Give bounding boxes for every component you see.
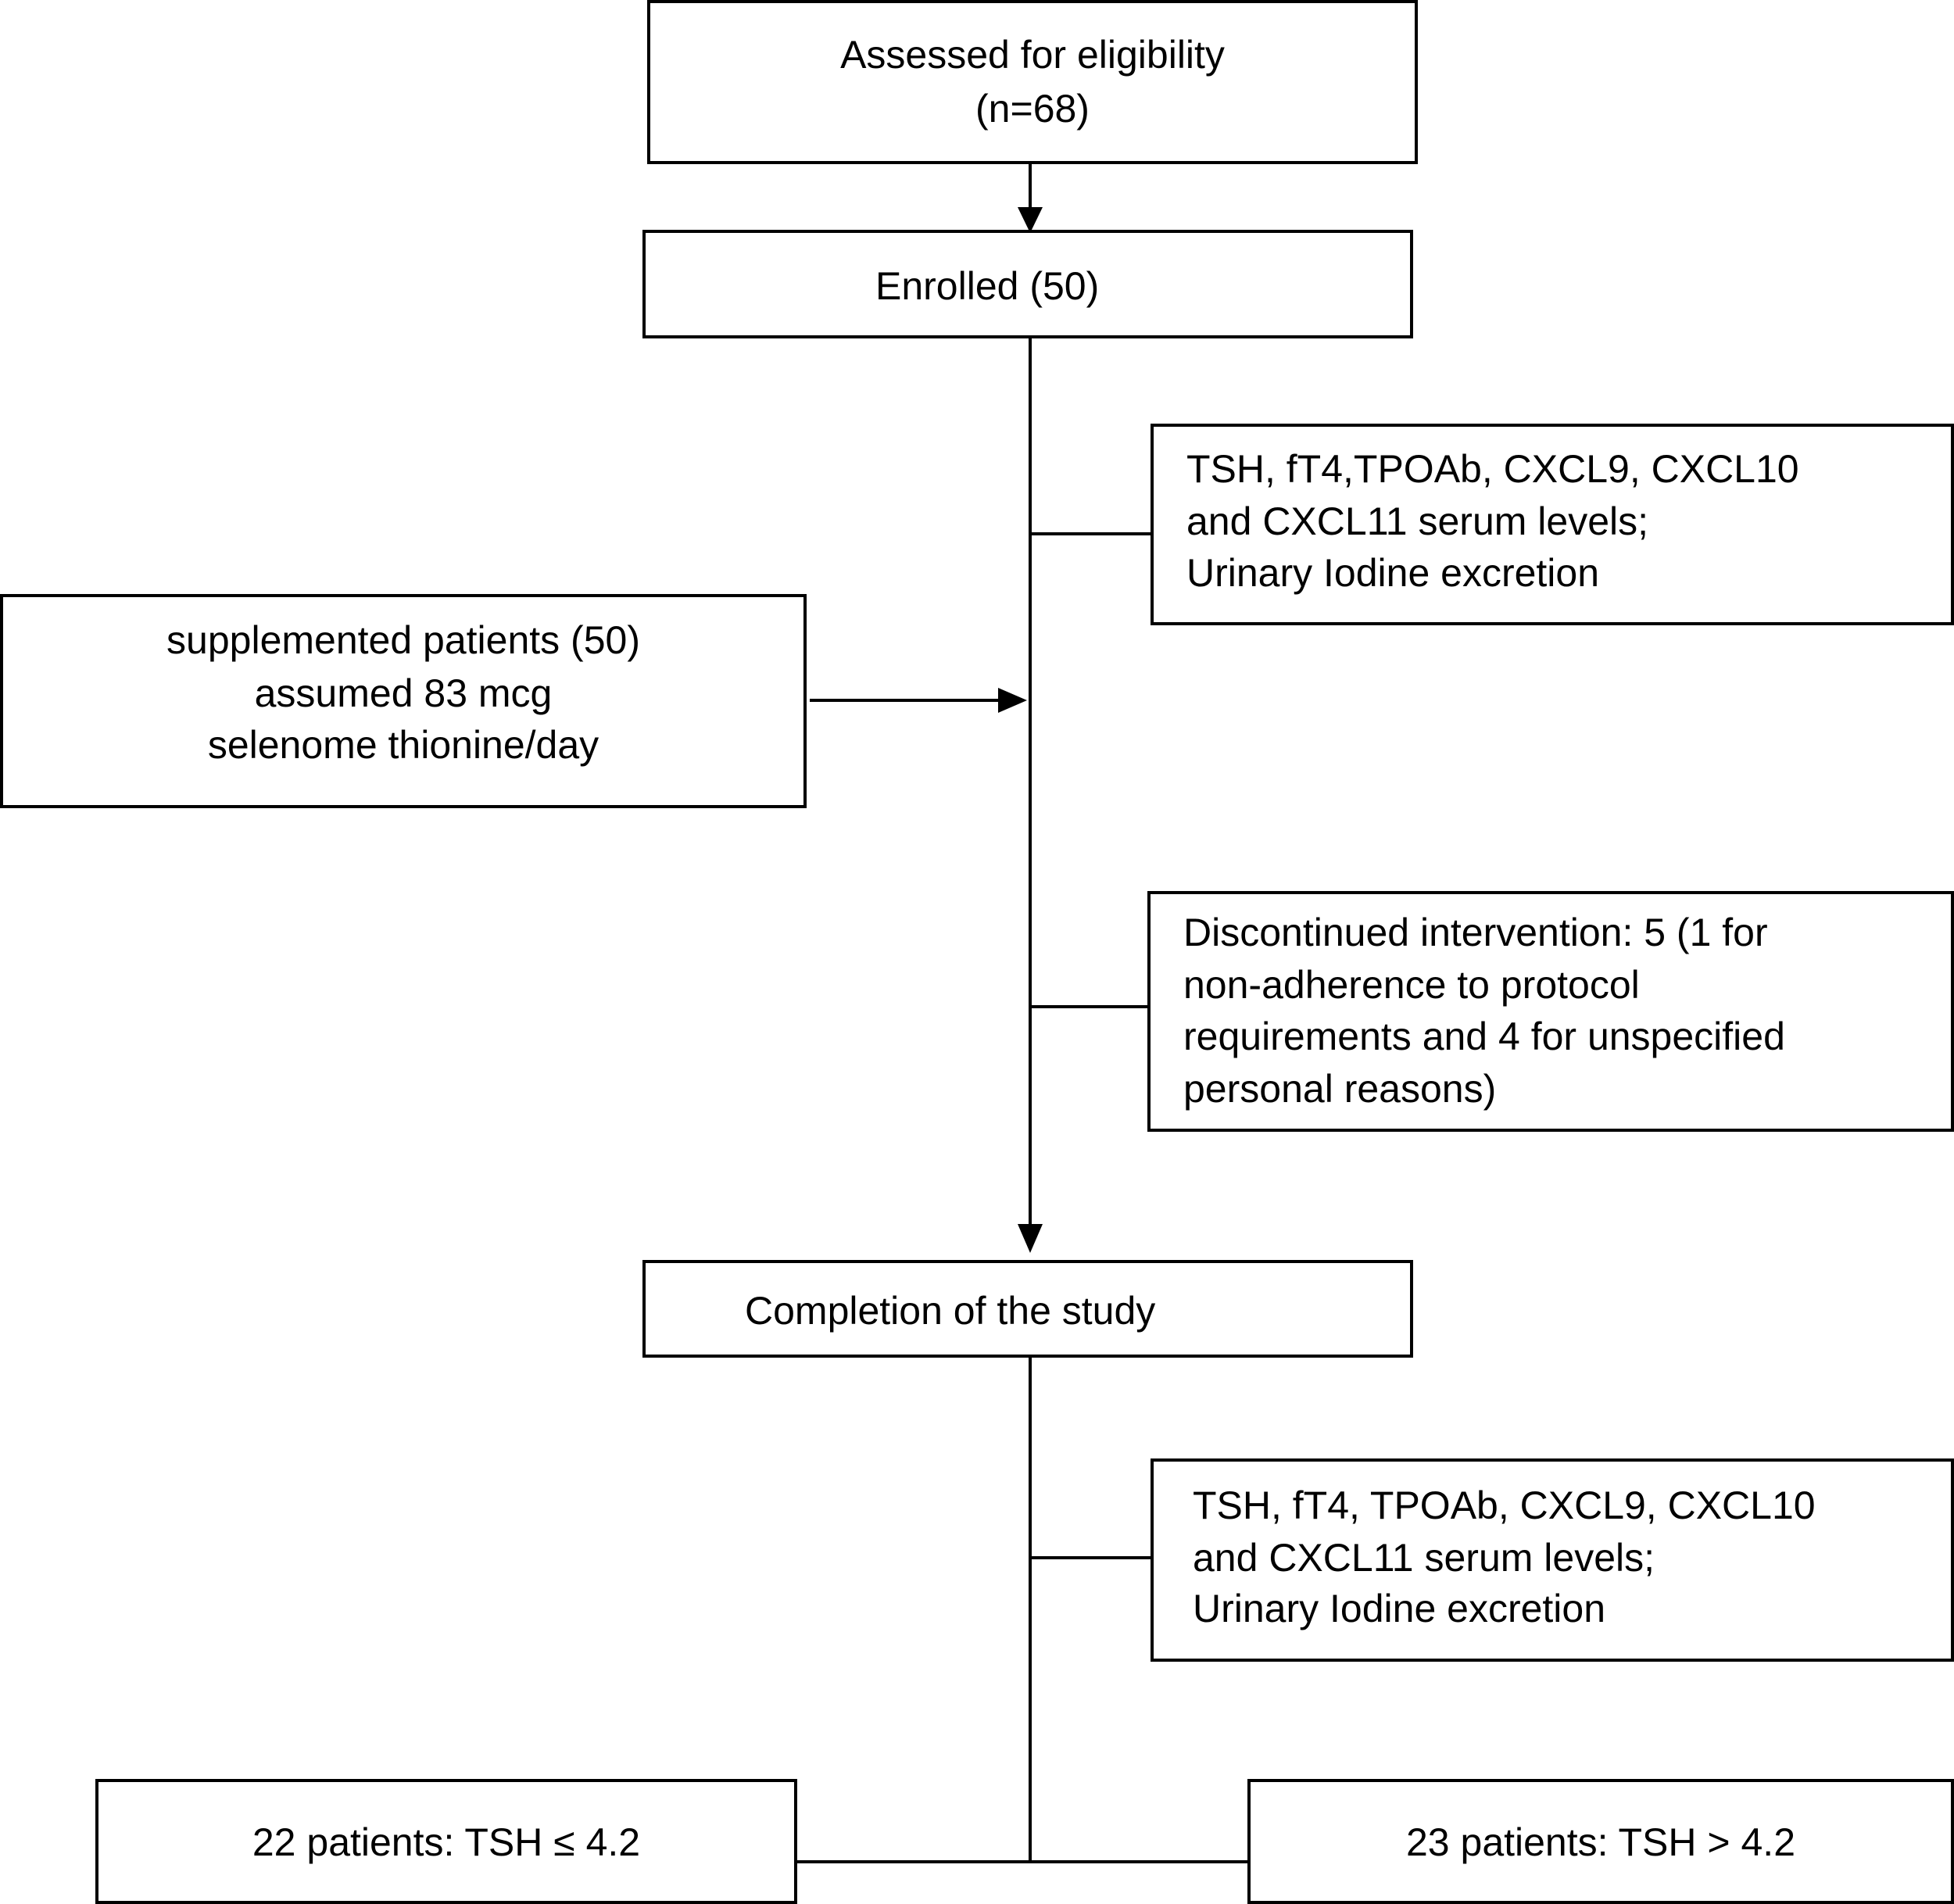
discontinued-line-3: requirements and 4 for unspecified — [1183, 1015, 1785, 1058]
supplemented-line-3: selenome thionine/day — [207, 723, 599, 767]
group-high-tsh-box — [1247, 1779, 1954, 1904]
baseline-line-3: Urinary Iodine excretion — [1186, 551, 1600, 595]
final-line-1: TSH, fT4, TPOAb, CXCL9, CXCL10 — [1193, 1483, 1816, 1527]
enrolled-label: Enrolled (50) — [875, 264, 1100, 308]
assessed-line-2: (n=68) — [975, 87, 1090, 131]
discontinued-box — [1147, 891, 1954, 1132]
group-high-tsh-label: 23 patients: TSH > 4.2 — [1406, 1820, 1795, 1864]
supplemented-line-2: assumed 83 mcg — [254, 671, 553, 715]
final-measures-box — [1151, 1458, 1954, 1662]
arrowhead-enrolled — [1018, 207, 1043, 233]
group-low-tsh-label: 22 patients: TSH ≤ 4.2 — [252, 1820, 641, 1864]
arrowhead-completion — [1018, 1224, 1043, 1253]
discontinued-line-2: non-adherence to protocol — [1183, 963, 1640, 1007]
supplemented-line-1: supplemented patients (50) — [166, 618, 640, 662]
assessed-line-1: Assessed for eligibility — [840, 33, 1225, 77]
final-line-3: Urinary Iodine excretion — [1193, 1587, 1606, 1630]
enrolled-box — [642, 230, 1413, 338]
final-line-2: and CXCL11 serum levels; — [1193, 1536, 1655, 1580]
discontinued-line-1: Discontinued intervention: 5 (1 for — [1183, 911, 1768, 954]
baseline-measures-box — [1151, 424, 1954, 625]
supplemented-box — [0, 594, 807, 808]
completion-label: Completion of the study — [745, 1289, 1156, 1333]
baseline-line-1: TSH, fT4,TPOAb, CXCL9, CXCL10 — [1186, 447, 1799, 491]
discontinued-line-4: personal reasons) — [1183, 1067, 1497, 1111]
group-low-tsh-box — [95, 1779, 797, 1904]
arrowhead-supplemented — [998, 688, 1027, 713]
completion-box — [642, 1260, 1413, 1358]
assessed-box — [647, 0, 1418, 164]
baseline-line-2: and CXCL11 serum levels; — [1186, 499, 1649, 543]
